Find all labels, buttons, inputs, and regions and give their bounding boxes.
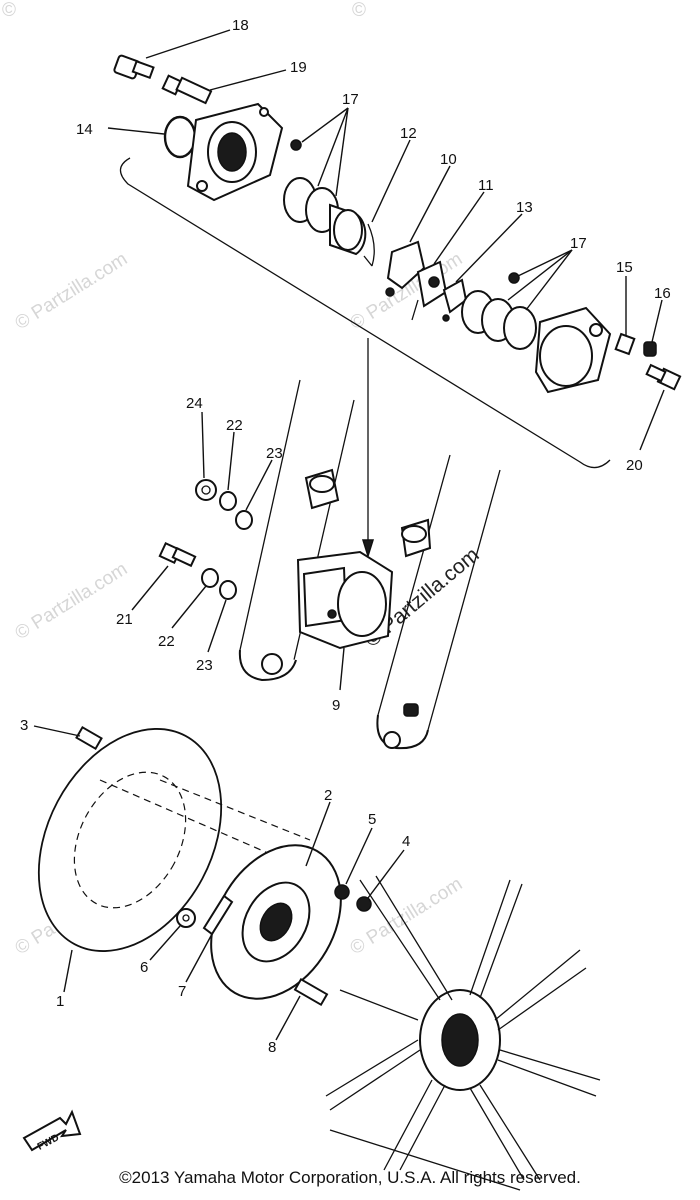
callout-14: 14 [76,121,93,138]
callout-18: 18 [232,17,249,34]
callout-11: 11 [478,177,494,194]
callout-7: 7 [178,983,186,1000]
seal-17d [508,272,520,284]
callout-8: 8 [268,1039,276,1056]
callout-4: 4 [402,833,410,850]
brake-disc-1 [37,728,331,952]
callout-17-right: 17 [570,235,587,252]
nut-6 [176,908,196,928]
bolt-8 [293,977,329,1007]
callout-23-lower: 23 [196,657,213,674]
bolt-24 [195,479,217,501]
washer-4 [356,896,372,912]
caliper-exploded-group [113,54,682,559]
callout-21: 21 [116,611,133,628]
caliper-half-left [186,102,284,202]
washer-22-lower [201,568,219,588]
washer-22-upper [219,491,237,511]
pad-10 [385,240,426,297]
fwd-arrow: FWD [22,1109,82,1153]
callout-20: 20 [626,457,643,474]
watermark-corner-mid: © [352,0,366,21]
hub-2 [210,844,342,1000]
callout-12: 12 [400,125,417,142]
callout-23-upper: 23 [266,445,283,462]
callout-16: 16 [654,285,671,302]
front-fork [238,379,501,750]
wheel-spokes [325,875,601,1191]
callout-1: 1 [56,993,64,1010]
watermark-text: © Partzilla.com [12,559,132,645]
bolt-18 [113,54,155,80]
washer-23-lower [219,580,237,600]
callout-13: 13 [516,199,533,216]
cap-16 [643,341,657,357]
bolt-21 [158,541,197,568]
callout-22-lower: 22 [158,633,175,650]
bleeder-19 [161,74,213,105]
callout-19: 19 [290,59,307,76]
watermark-corner-left: © [2,0,16,21]
caliper-assembly-9 [296,550,394,650]
nut-5 [334,884,350,900]
o-ring-14 [163,115,197,159]
watermark-text: © Partzilla.com [12,249,132,335]
bleeder-15 [614,332,636,356]
callout-2: 2 [324,787,332,804]
callout-24: 24 [186,395,203,412]
lock-washer-7 [202,894,234,936]
caliper-half-right [534,306,612,394]
callout-10: 10 [440,151,457,168]
callout-15: 15 [616,259,633,276]
seal-17a [290,139,302,151]
callout-3: 3 [20,717,28,734]
callout-labels: 1 2 3 4 5 6 7 8 9 10 11 12 13 14 15 16 1… [20,17,671,1056]
callout-9: 9 [332,697,340,714]
bolt-3 [75,725,103,751]
leader-lines [33,29,665,1041]
callout-6: 6 [140,959,148,976]
washer-23-upper [235,510,253,530]
clip-12 [363,223,375,267]
copyright-notice: ©2013 Yamaha Motor Corporation, U.S.A. A… [119,1168,581,1187]
callout-17-left: 17 [342,91,359,108]
callout-5: 5 [368,811,376,828]
callout-22-upper: 22 [226,417,243,434]
bolt-20 [645,363,682,391]
